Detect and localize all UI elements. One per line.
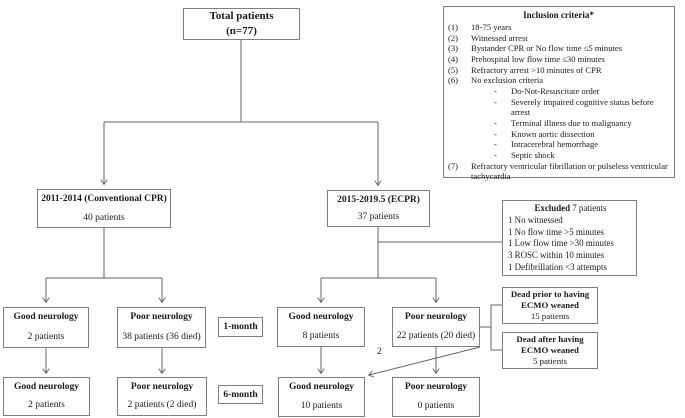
outcome-count: 2 patients xyxy=(27,332,65,342)
outcome-count: 8 patients xyxy=(302,331,340,341)
ecmo-box-title-line1: Dead after having xyxy=(516,334,584,345)
inclusion-item: (2) Witnessed arrest xyxy=(448,32,528,43)
outcome-title: Poor neurology xyxy=(404,312,468,322)
ecmo-box-title-line1: Dead prior to having xyxy=(510,289,590,300)
excluded-title: Excluded 7 patients xyxy=(534,203,607,213)
excluded-item: 1 No flow time >5 minutes xyxy=(508,226,604,237)
outcome-count: 0 patients xyxy=(417,401,455,411)
outcome-count: 10 patients xyxy=(300,401,343,411)
outcome-title: Good neurology xyxy=(288,312,354,322)
excluded-item: 1 Defibrillation <3 attempts xyxy=(508,261,607,272)
exclusion-sub-item: - Terminal illness due to malignancy xyxy=(494,118,632,129)
excluded-item: 1 No witnessed xyxy=(508,214,563,225)
outcome-count: 38 patients (36 died) xyxy=(122,332,201,342)
ecmo-box-count: 15 patients xyxy=(530,310,570,321)
outcome-title: Good neurology xyxy=(13,382,79,392)
outcome-count: 2 patients xyxy=(28,400,65,410)
ecpr-poor-neurology-1-month-box: Poor neurology 22 patients (20 died) xyxy=(392,307,480,347)
six-month-label-box: 6-month xyxy=(218,385,263,404)
ecpr-good-neurology-6-month-box: Good neurology 10 patients xyxy=(278,377,365,417)
ecmo-box-title-line2: ECMO weaned xyxy=(521,300,579,310)
exclusion-sub-item: - Do-Not-Resuscitate order xyxy=(494,86,600,97)
dead-after-ecmo-weaned-box: Dead after having ECMO weaned 5 patients xyxy=(502,332,598,369)
one-month-label-box: 1-month xyxy=(218,317,263,337)
ecpr-poor-neurology-6-month-box: Poor neurology 0 patients xyxy=(392,377,480,417)
conventional-cpr-box: 2011-2014 (Conventional CPR) 40 patients xyxy=(37,189,171,228)
inclusion-criteria-box: Inclusion criteria* (1) 18-75 years (2) … xyxy=(443,6,675,181)
total-patients-title: Total patients xyxy=(209,10,274,23)
dead-prior-ecmo-weaned-box: Dead prior to having ECMO weaned 15 pati… xyxy=(502,287,598,324)
inclusion-item: (7) Refractory ventricular fibrillation … xyxy=(448,160,668,182)
inclusion-item: (1) 18-75 years xyxy=(448,22,512,33)
conventional-cpr-title: 2011-2014 (Conventional CPR) xyxy=(41,194,167,204)
conventional-good-neurology-6-month-box: Good neurology 2 patients xyxy=(3,377,90,416)
six-month-label: 6-month xyxy=(223,389,258,400)
inclusion-item: (5) Refractory arrest >10 minutes of CPR xyxy=(448,64,602,75)
inclusion-item: (6) No exclusion criteria xyxy=(448,75,544,86)
total-patients-count: (n=77) xyxy=(226,25,257,37)
ecpr-count: 37 patients xyxy=(357,212,400,222)
outcome-title: Good neurology xyxy=(288,382,354,392)
excluded-item: 3 ROSC within 10 minutes xyxy=(508,250,605,260)
excluded-item: 1 Low flow time >30 minutes xyxy=(508,238,614,249)
exclusion-sub-item: - Intracerebral hemorrhage xyxy=(494,139,599,150)
outcome-count: 2 patients (2 died) xyxy=(127,400,197,410)
ecpr-box: 2015-2019.5 (ECPR) 37 patients xyxy=(327,190,430,227)
excluded-box: Excluded 7 patients 1 No witnessed 1 No … xyxy=(502,200,637,276)
ecmo-box-title-line2: ECMO weaned xyxy=(521,345,579,355)
inclusion-criteria-title: Inclusion criteria* xyxy=(523,10,594,20)
conventional-good-neurology-1-month-box: Good neurology 2 patients xyxy=(3,307,89,348)
total-patients-box: Total patients (n=77) xyxy=(183,8,300,40)
ecmo-box-count: 5 patients xyxy=(533,355,567,366)
transfer-count-label: 2 xyxy=(377,347,382,357)
conventional-cpr-count: 40 patients xyxy=(83,213,125,223)
exclusion-sub-item: - Known aortic dissection xyxy=(494,128,595,139)
conventional-poor-neurology-1-month-box: Poor neurology 38 patients (36 died) xyxy=(117,307,206,348)
outcome-count: 22 patients (20 died) xyxy=(396,331,476,341)
outcome-title: Poor neurology xyxy=(130,312,193,322)
ecpr-good-neurology-1-month-box: Good neurology 8 patients xyxy=(277,307,365,347)
inclusion-item: (3) Bystander CPR or No flow time ≤5 min… xyxy=(448,43,623,54)
exclusion-sub-item: - Severely impaired cognitive status bef… xyxy=(494,96,654,118)
inclusion-item: (4) Prehospital low flow time ≤30 minute… xyxy=(448,54,605,65)
exclusion-sub-item: - Septic shock xyxy=(494,150,555,161)
conventional-poor-neurology-6-month-box: Poor neurology 2 patients (2 died) xyxy=(117,377,207,416)
outcome-title: Good neurology xyxy=(13,312,79,322)
outcome-title: Poor neurology xyxy=(130,382,194,392)
outcome-title: Poor neurology xyxy=(404,382,468,392)
one-month-label: 1-month xyxy=(223,322,258,332)
ecpr-title: 2015-2019.5 (ECPR) xyxy=(337,195,420,205)
